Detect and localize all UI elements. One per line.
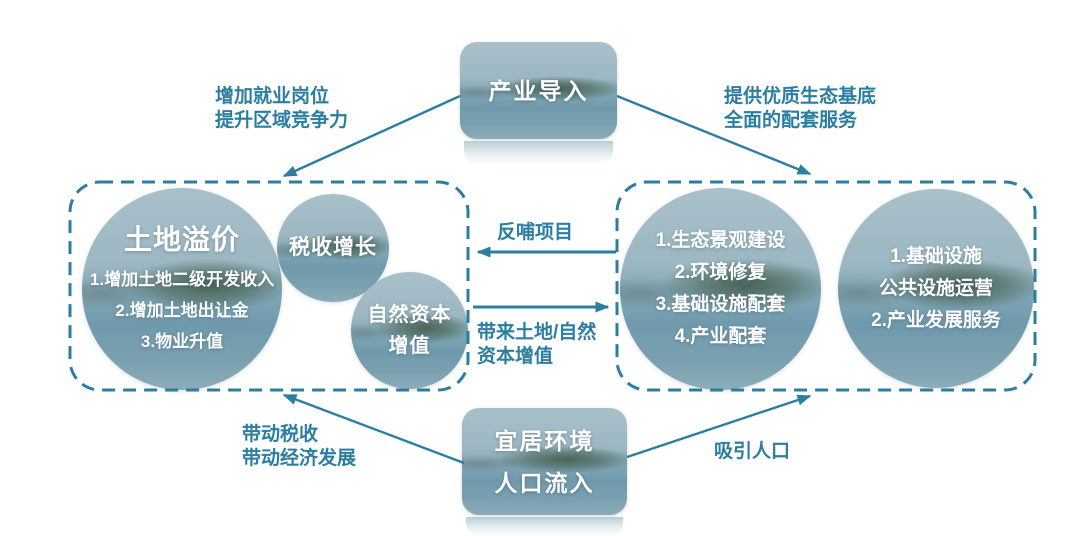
land-premium-item-3: 3.物业升值 [140, 331, 224, 351]
label-livable-to-left: 带动税收 带动经济发展 [242, 423, 356, 471]
infra-item-2: 公共设施运营 [878, 277, 993, 299]
label-capital-appreciation-line2: 资本增值 [477, 346, 554, 367]
label-industry-to-right-line2: 全面的配套服务 [724, 110, 858, 131]
livable-node-reflection [466, 517, 623, 536]
label-feedback-project: 反哺项目 [497, 222, 574, 243]
label-industry-to-left-line2: 提升区域竞争力 [215, 110, 349, 131]
tax-growth-label: 税收增长 [289, 236, 377, 259]
label-livable-to-left-line1: 带动税收 [242, 424, 319, 445]
infra-item-1: 1.基础设施 [890, 245, 982, 267]
land-premium-item-2: 2.增加土地出让金 [115, 300, 249, 320]
eco-item-1: 1.生态景观建设 [655, 230, 786, 251]
label-livable-to-left-line2: 带动经济发展 [242, 448, 357, 469]
land-premium-item-1: 1.增加土地二级开发收入 [89, 269, 275, 289]
industry-import-label: 产业导入 [488, 77, 589, 104]
label-industry-to-right: 提供优质生态基底 全面的配套服务 [724, 85, 876, 133]
eco-construction-circle: 1.生态景观建设 2.环境修复 3.基础设施配套 4.产业配套 [620, 188, 821, 390]
livable-line2: 人口流入 [494, 469, 595, 496]
industry-node-reflection [464, 141, 613, 165]
industry-import-node: 产业导入 [460, 42, 617, 139]
eco-item-4: 4.产业配套 [674, 326, 767, 347]
eco-item-2: 2.环境修复 [674, 262, 767, 283]
label-attract-population: 吸引人口 [714, 441, 791, 462]
eco-item-3: 3.基础设施配套 [655, 294, 786, 315]
label-capital-appreciation-line1: 带来土地/自然 [477, 322, 597, 343]
label-industry-to-left-line1: 增加就业岗位 [215, 86, 330, 107]
livable-environment-node: 宜居环境 人口流入 [462, 408, 627, 515]
land-premium-circle: 土地溢价 1.增加土地二级开发收入 2.增加土地出让金 3.物业升值 [82, 188, 282, 390]
natural-capital-circle: 自然资本 增值 [351, 272, 468, 389]
infra-item-3: 2.产业发展服务 [871, 309, 1001, 331]
label-industry-to-left: 增加就业岗位 提升区域竞争力 [215, 85, 348, 133]
natural-capital-line2: 增值 [388, 334, 431, 357]
livable-line1: 宜居环境 [494, 427, 595, 454]
land-premium-title: 土地溢价 [123, 223, 240, 255]
label-capital-appreciation: 带来土地/自然 资本增值 [477, 321, 596, 369]
infrastructure-circle: 1.基础设施 公共设施运营 2.产业发展服务 [838, 189, 1034, 388]
label-industry-to-right-line1: 提供优质生态基底 [724, 86, 877, 107]
natural-capital-line1: 自然资本 [367, 303, 452, 326]
